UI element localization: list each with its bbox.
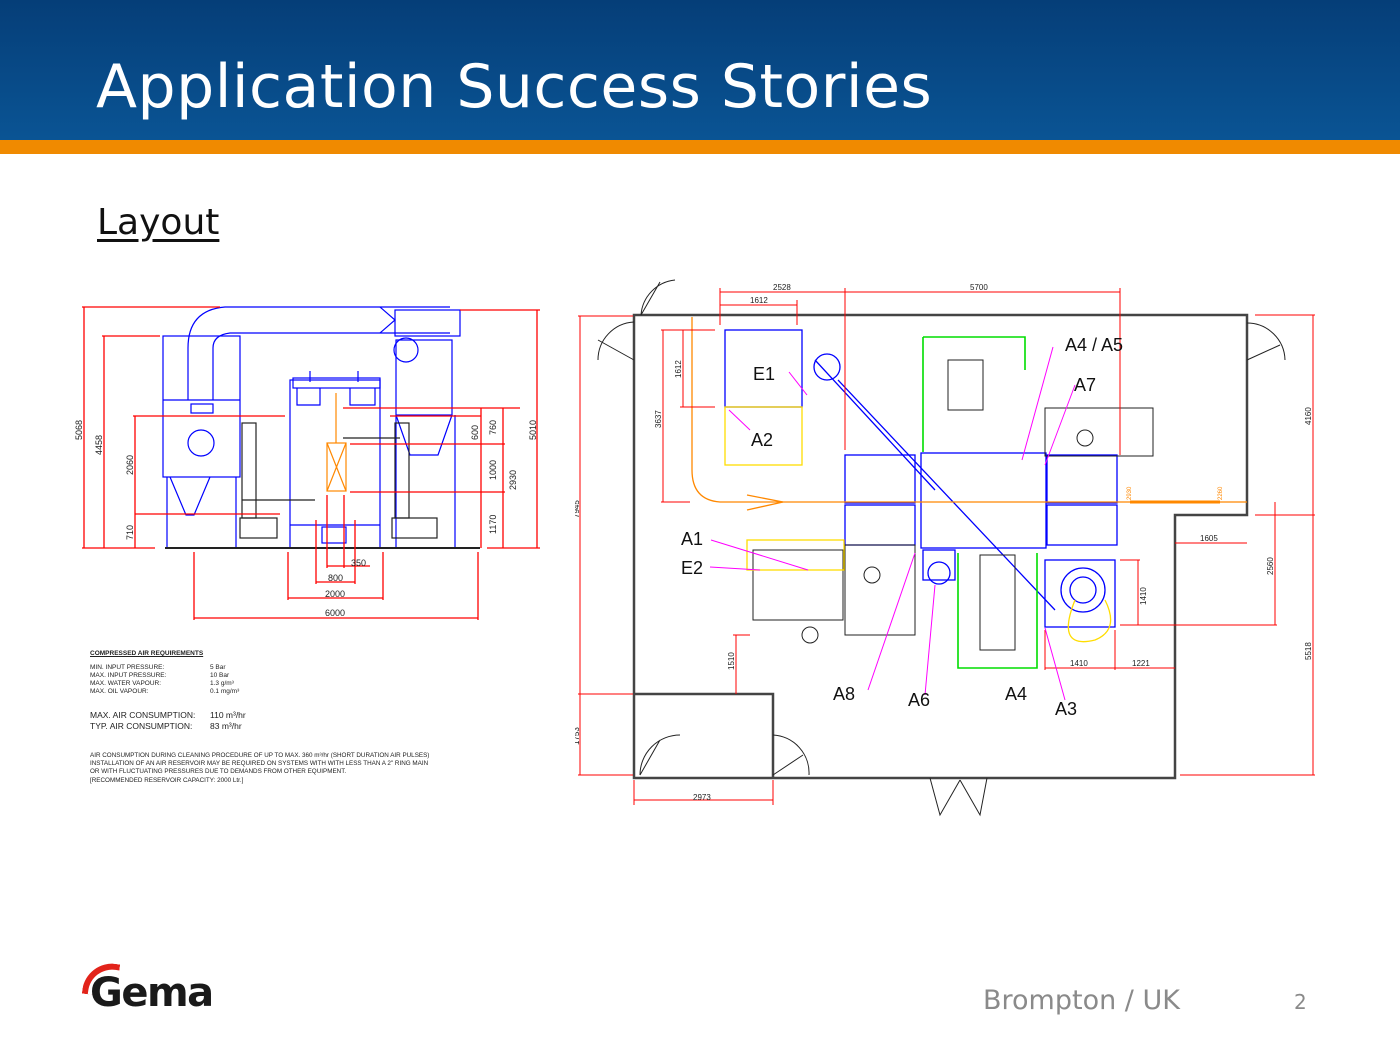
section-subtitle: Layout	[97, 202, 220, 243]
plan-callout-lines	[709, 346, 1076, 701]
dim-label: 600	[470, 425, 480, 440]
dim-label: 2000	[325, 589, 345, 599]
dim-label: 350	[351, 558, 366, 568]
air-consumption-row: MAX. AIR CONSUMPTION:110 m³/hr	[90, 710, 246, 720]
plan-equipment-labels: E1 A2 A1 E2 A4 / A5 A7 A8 A6 A4 A3	[681, 335, 1123, 719]
air-req-row: MAX. WATER VAPOUR:1.3 g/m³	[90, 680, 234, 687]
elevation-equipment	[162, 306, 461, 549]
plan-conveyor-green	[922, 336, 1038, 669]
label-a2: A2	[751, 430, 773, 450]
elevation-dimension-labels: 5068 4458 2060 710 600 760 1000 2930 117…	[74, 420, 538, 618]
dim-label: 2260	[1218, 486, 1224, 500]
label-a4-a5: A4 / A5	[1065, 335, 1123, 355]
dim-label: 710	[125, 525, 135, 540]
label-a1: A1	[681, 529, 703, 549]
dim-label: 2930	[1127, 486, 1133, 500]
dim-label: 1605	[1200, 534, 1218, 543]
label-a4: A4	[1005, 684, 1027, 704]
elevation-gun-movers	[165, 422, 480, 549]
label-a8: A8	[833, 684, 855, 704]
dim-label: 1612	[750, 296, 768, 305]
dim-label: 3637	[654, 410, 663, 428]
header-banner	[0, 0, 1400, 140]
dim-label: 1410	[1070, 659, 1088, 668]
dim-label: 800	[328, 573, 343, 583]
elevation-workpiece	[326, 393, 347, 492]
plan-dimension-lines	[578, 288, 1315, 805]
slide-title: Application Success Stories	[96, 52, 933, 122]
dim-label: 760	[488, 420, 498, 435]
plan-gun-movers	[752, 359, 1154, 651]
plan-doors	[597, 279, 1286, 817]
dim-label: 4160	[1304, 407, 1313, 425]
dim-label: 1753	[575, 727, 581, 745]
dim-label: 2973	[693, 793, 711, 802]
label-e2: E2	[681, 558, 703, 578]
label-a6: A6	[908, 690, 930, 710]
dim-label: 1170	[488, 515, 498, 534]
label-e1: E1	[753, 364, 775, 384]
dim-label: 5518	[1304, 642, 1313, 660]
header-accent-stripe	[0, 140, 1400, 154]
dim-label: 2528	[773, 283, 791, 292]
air-req-row: MAX. OIL VAPOUR:0.1 mg/m³	[90, 688, 240, 695]
page-number: 2	[1294, 990, 1307, 1014]
air-req-row: MAX. INPUT PRESSURE:10 Bar	[90, 672, 230, 679]
footer-location: Brompton / UK	[983, 985, 1180, 1016]
air-requirements-notes: COMPRESSED AIR REQUIREMENTS MIN. INPUT P…	[90, 650, 490, 785]
dim-label: 2560	[1266, 557, 1275, 575]
elevation-drawing: 5068 4458 2060 710 600 760 1000 2930 117…	[74, 306, 540, 620]
air-req-row: MIN. INPUT PRESSURE:5 Bar	[90, 664, 226, 671]
label-a7: A7	[1074, 375, 1096, 395]
gema-logo: Gema	[90, 970, 214, 1016]
dim-label: 1612	[674, 360, 683, 378]
dim-label: 1410	[1139, 587, 1148, 605]
air-requirements-heading: COMPRESSED AIR REQUIREMENTS	[90, 650, 204, 657]
dim-label: 5700	[970, 283, 988, 292]
dim-label: 1221	[1132, 659, 1150, 668]
air-consumption: MAX. AIR CONSUMPTION:110 m³/hr TYP. AIR …	[90, 710, 490, 732]
dim-label: 2930	[508, 470, 518, 490]
dim-label: 5010	[528, 420, 538, 440]
dim-label: 6000	[325, 608, 345, 618]
elevation-dimension-lines	[82, 306, 540, 620]
dim-label: 5068	[74, 420, 84, 440]
dim-label: 1000	[488, 460, 498, 480]
plan-drawing: 2528 5700 1612 1612 3637 7945 4160 1605 …	[575, 279, 1315, 817]
plan-part-flow	[691, 317, 1247, 511]
plan-yellow-areas	[724, 406, 1112, 643]
dim-label: 1510	[727, 652, 736, 670]
dim-label: 7945	[575, 500, 581, 518]
dim-label: 4458	[94, 435, 104, 455]
air-notes-paragraph: AIR CONSUMPTION DURING CLEANING PROCEDUR…	[90, 752, 430, 784]
plan-equipment	[724, 329, 1118, 628]
label-a3: A3	[1055, 699, 1077, 719]
air-consumption-row: TYP. AIR CONSUMPTION:83 m³/hr	[90, 721, 242, 731]
dim-label: 2060	[125, 455, 135, 475]
plan-walls	[632, 313, 1249, 780]
plan-dimension-labels: 2528 5700 1612 1612 3637 7945 4160 1605 …	[575, 283, 1313, 802]
